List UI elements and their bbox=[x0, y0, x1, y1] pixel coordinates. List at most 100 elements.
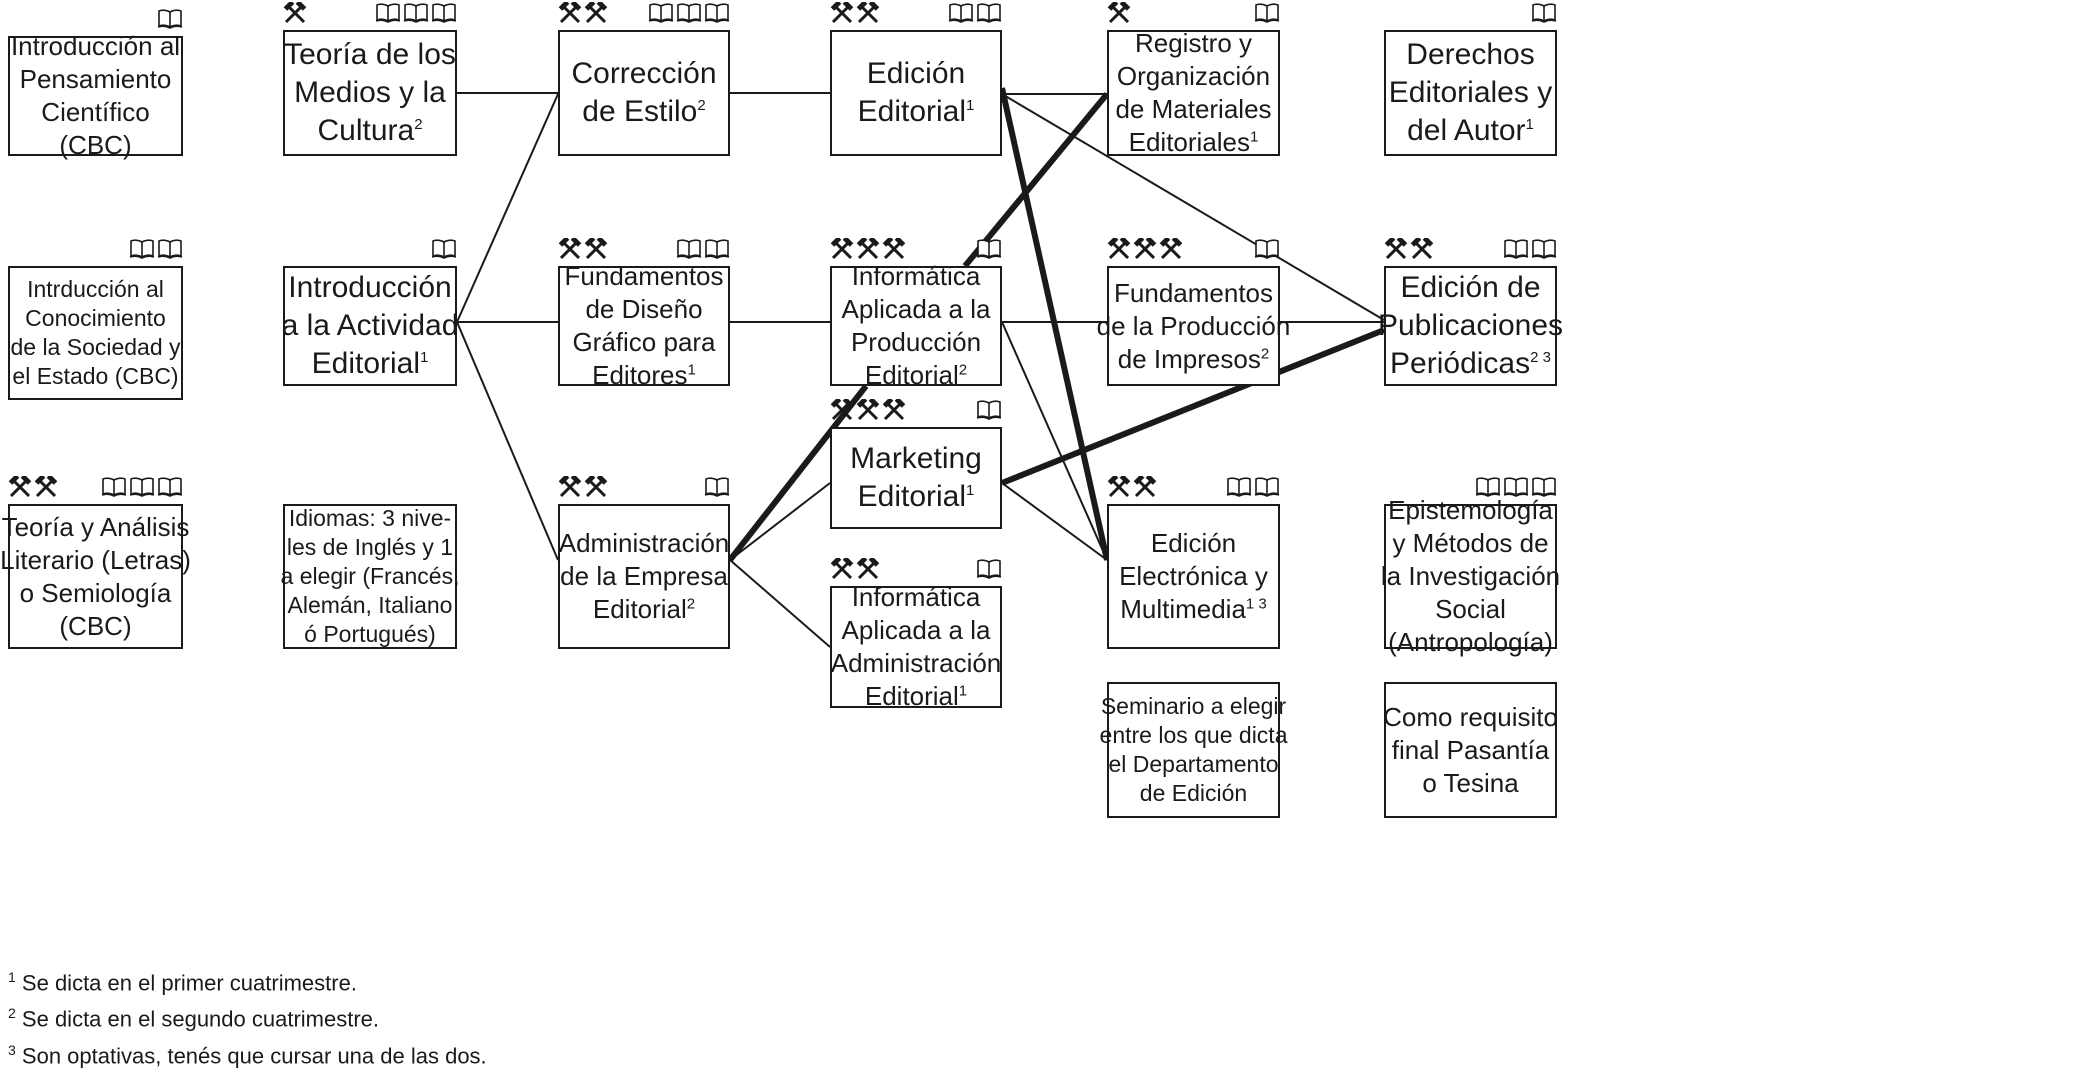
course-name-text: Informática bbox=[851, 261, 981, 291]
course-name-line: Idiomas: 3 nive- bbox=[289, 504, 451, 533]
books-rating bbox=[1107, 236, 1280, 262]
course-name-line: Científico bbox=[41, 96, 149, 129]
course-name-text: Editorial bbox=[857, 480, 967, 513]
course-name-line: les de Inglés y 1 bbox=[287, 533, 453, 562]
footnote-marker: 1 bbox=[1250, 128, 1259, 146]
footnote-marker: 2 bbox=[414, 116, 423, 133]
course-name-text: Editorial bbox=[592, 594, 687, 624]
edge-administracion-empresa-to-marketing-editorial bbox=[729, 482, 831, 561]
course-name-line: Editorial1 bbox=[312, 345, 429, 383]
open-book-icon bbox=[976, 400, 1002, 420]
course-name-line: Seminario a elegir bbox=[1101, 692, 1286, 721]
course-name-line: Producción bbox=[851, 326, 981, 359]
edge-marketing-editorial-to-edicion-publicaciones bbox=[1000, 327, 1386, 486]
tools-rating bbox=[1107, 0, 1131, 26]
course-name-text: la Investigación bbox=[1380, 561, 1561, 591]
course-name-line: Multimedia1 3 bbox=[1120, 593, 1267, 626]
footnote-text: Se dicta en el segundo cuatrimestre. bbox=[21, 1006, 380, 1032]
course-name-text: Administración bbox=[830, 648, 1002, 678]
course-name-line: Edición bbox=[1151, 527, 1236, 560]
course-name-line: (Antropología) bbox=[1388, 626, 1553, 659]
books-rating bbox=[558, 0, 730, 26]
course-name-text: Edición bbox=[1150, 528, 1237, 558]
open-book-icon bbox=[1503, 239, 1529, 259]
footnote-marker: 1 bbox=[687, 361, 696, 379]
books-rating bbox=[8, 236, 183, 262]
course-name-line: Aplicada a la bbox=[842, 293, 991, 326]
footnote-3: 3 Son optativas, tenés que cursar una de… bbox=[8, 1035, 487, 1071]
course-name-text: Alemán, Italiano bbox=[287, 592, 453, 618]
course-name-text: Epistemología bbox=[1388, 495, 1553, 525]
course-name-text: ó Portugués) bbox=[304, 621, 436, 647]
course-name-line: Informática bbox=[852, 581, 981, 614]
open-book-icon bbox=[129, 239, 155, 259]
course-name-line: final Pasantía bbox=[1392, 734, 1550, 767]
course-name-line: (CBC) bbox=[59, 129, 131, 162]
crossed-hammers-icon bbox=[558, 476, 582, 498]
edge-marketing-editorial-to-edicion-electronica bbox=[1001, 482, 1108, 561]
course-name-line: o Tesina bbox=[1422, 767, 1518, 800]
course-name-line: Teoría de los bbox=[284, 36, 456, 74]
books-rating bbox=[558, 236, 730, 262]
edge-administracion-empresa-to-informatica-produccion bbox=[727, 384, 869, 562]
course-name-line: de Impresos2 bbox=[1118, 343, 1269, 376]
course-name-line: del Autor1 bbox=[1407, 112, 1534, 150]
course-name-text: a la Actividad bbox=[281, 309, 459, 342]
course-name-text: el Departamento bbox=[1108, 751, 1279, 777]
crossed-hammers-icon bbox=[856, 399, 880, 421]
open-book-icon bbox=[976, 239, 1002, 259]
open-book-icon bbox=[1531, 477, 1557, 497]
course-name-text: de la Producción bbox=[1096, 310, 1291, 341]
crossed-hammers-icon bbox=[558, 238, 582, 260]
tools-rating bbox=[1107, 236, 1183, 262]
open-book-icon bbox=[1503, 477, 1529, 497]
tools-rating bbox=[558, 0, 608, 26]
course-name-text: Organización bbox=[1116, 61, 1271, 91]
books-rating bbox=[1384, 474, 1557, 500]
course-name-line: Intrducción al bbox=[27, 275, 164, 304]
course-name-line: de Edición bbox=[1140, 779, 1247, 808]
course-name-text: Multimedia bbox=[1120, 594, 1246, 624]
course-name-line: Organización bbox=[1117, 60, 1270, 93]
course-name-text: de Edición bbox=[1139, 780, 1248, 806]
course-name-text: (Antropología) bbox=[1388, 627, 1553, 657]
tools-rating bbox=[558, 236, 608, 262]
course-name-line: Editorial2 bbox=[593, 593, 695, 626]
course-name-text: o Tesina bbox=[1422, 767, 1519, 798]
course-name-text: Teoría de los bbox=[284, 38, 456, 71]
course-name-text: a elegir (Francés, bbox=[280, 563, 460, 589]
crossed-hammers-icon bbox=[830, 238, 854, 260]
course-name-text: Pensamiento bbox=[19, 64, 172, 94]
course-name-text: Editoriales y bbox=[1388, 76, 1553, 109]
course-name-text: Electrónica y bbox=[1119, 561, 1268, 591]
course-name-text: final Pasantía bbox=[1391, 734, 1550, 765]
course-name-line: Pensamiento bbox=[20, 63, 172, 96]
footnote-mark: 3 bbox=[8, 1041, 16, 1058]
open-book-icon bbox=[1226, 477, 1252, 497]
open-book-icon bbox=[976, 3, 1002, 23]
course-name-line: de la Empresa bbox=[560, 560, 728, 593]
open-book-icon bbox=[157, 9, 183, 29]
course-name-text: Seminario a elegir bbox=[1100, 693, 1287, 719]
tools-rating bbox=[283, 0, 307, 26]
tools-rating bbox=[830, 0, 880, 26]
course-name-line: Conocimiento bbox=[25, 304, 166, 333]
course-name-text: Cultura bbox=[317, 114, 415, 147]
footnote-text: Se dicta en el primer cuatrimestre. bbox=[21, 970, 357, 996]
books-rating bbox=[830, 556, 1002, 582]
course-name-text: Medios y la bbox=[294, 76, 446, 109]
open-book-icon bbox=[129, 477, 155, 497]
course-name-text: Editorial bbox=[311, 347, 421, 380]
footnote-marker: 2 bbox=[697, 97, 706, 114]
